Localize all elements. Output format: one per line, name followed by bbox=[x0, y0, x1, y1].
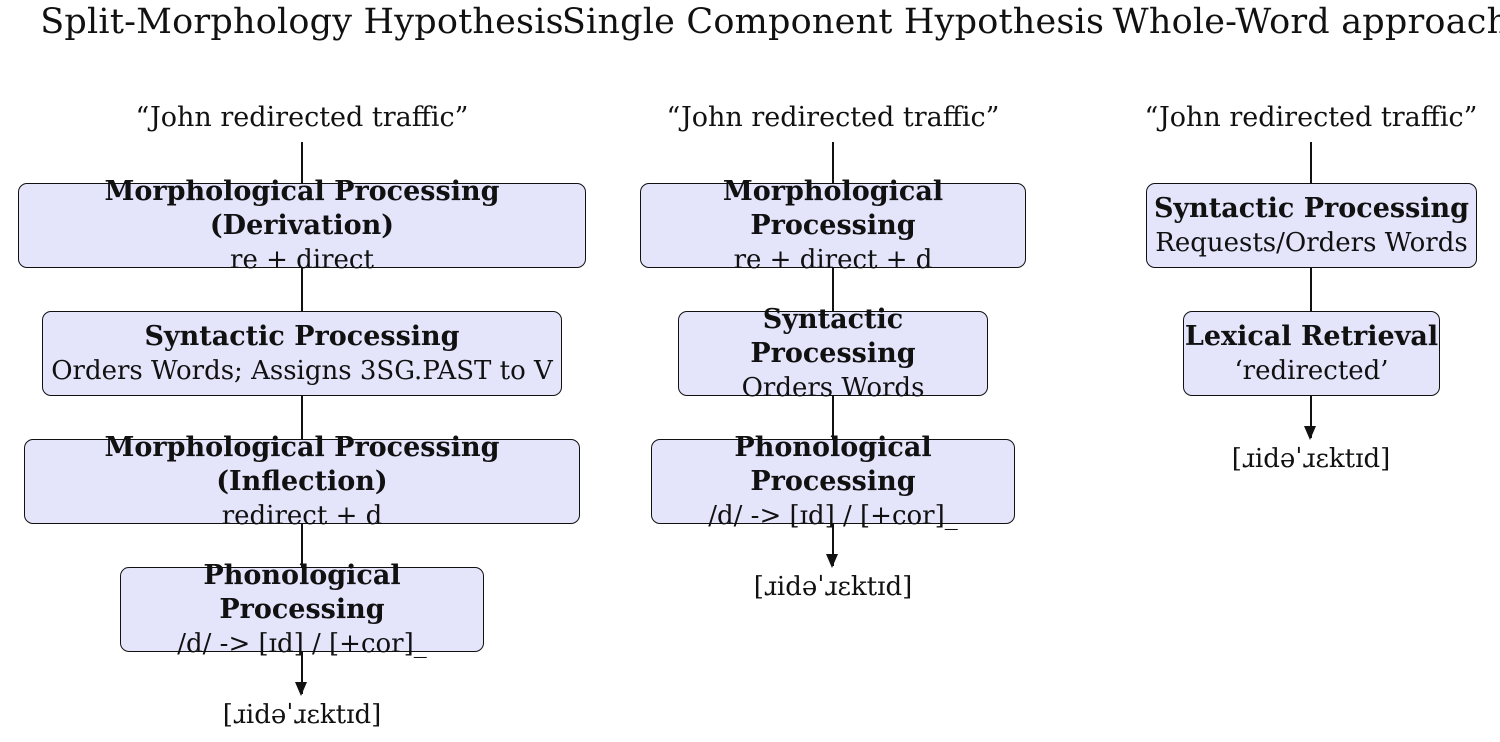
single-phonological-title: Phonological Processing bbox=[734, 431, 932, 497]
whole-lexical-sub: ‘redirected’ bbox=[1234, 355, 1389, 386]
split-output-ipa: [ɹidəˈɹɛktɪd] bbox=[222, 700, 382, 730]
split-inflection-title: Morphological Processing (Inflection) bbox=[104, 431, 500, 497]
split-connector-4 bbox=[301, 524, 303, 568]
whole-lexical-title: Lexical Retrieval bbox=[1184, 320, 1439, 352]
split-inflection-box: Morphological Processing (Inflection) re… bbox=[24, 432, 580, 531]
single-component-title: Single Component Hypothesis bbox=[561, 2, 1105, 42]
split-output-arrow bbox=[295, 652, 307, 696]
split-derivation-title: Morphological Processing (Derivation) bbox=[104, 175, 500, 241]
split-syntactic-title: Syntactic Processing bbox=[144, 320, 460, 352]
whole-syntactic-sub: Requests/Orders Words bbox=[1155, 227, 1468, 258]
single-syntactic-title: Syntactic Processing bbox=[750, 303, 916, 369]
whole-syntactic-title: Syntactic Processing bbox=[1153, 192, 1470, 224]
single-morphological-box: Morphological Processing re + direct + d bbox=[640, 176, 1026, 275]
single-input-sentence: “John redirected traffic” bbox=[666, 102, 1000, 133]
split-connector-3 bbox=[301, 396, 303, 440]
single-output-ipa: [ɹidəˈɹɛktɪd] bbox=[753, 572, 913, 602]
single-connector-1 bbox=[832, 142, 834, 184]
split-syntactic-box: Syntactic Processing Orders Words; Assig… bbox=[42, 311, 562, 396]
whole-output-ipa: [ɹidəˈɹɛktɪd] bbox=[1231, 444, 1391, 474]
whole-input-sentence: “John redirected traffic” bbox=[1144, 102, 1478, 133]
single-connector-3 bbox=[832, 396, 834, 440]
single-phonological-box: Phonological Processing /d/ -> [ɪd] / [+… bbox=[651, 432, 1015, 531]
split-input-sentence: “John redirected traffic” bbox=[135, 102, 469, 133]
split-phonological-box: Phonological Processing /d/ -> [ɪd] / [+… bbox=[120, 560, 484, 659]
split-morphology-title: Split-Morphology Hypothesis bbox=[40, 2, 564, 42]
split-phonological-title: Phonological Processing bbox=[203, 559, 401, 625]
single-morphological-title: Morphological Processing bbox=[722, 175, 944, 241]
whole-output-arrow bbox=[1304, 396, 1316, 440]
split-derivation-box: Morphological Processing (Derivation) re… bbox=[18, 176, 586, 275]
split-syntactic-sub: Orders Words; Assigns 3SG.PAST to V bbox=[51, 355, 553, 386]
split-connector-2 bbox=[301, 268, 303, 312]
whole-syntactic-box: Syntactic Processing Requests/Orders Wor… bbox=[1146, 183, 1477, 268]
split-connector-1 bbox=[301, 142, 303, 184]
single-syntactic-box: Syntactic Processing Orders Words bbox=[678, 304, 988, 403]
whole-word-title: Whole-Word approach bbox=[1112, 2, 1500, 42]
whole-connector-1 bbox=[1310, 142, 1312, 184]
single-output-arrow bbox=[826, 524, 838, 568]
single-connector-2 bbox=[832, 268, 834, 312]
whole-connector-2 bbox=[1310, 268, 1312, 312]
whole-lexical-box: Lexical Retrieval ‘redirected’ bbox=[1183, 311, 1440, 396]
